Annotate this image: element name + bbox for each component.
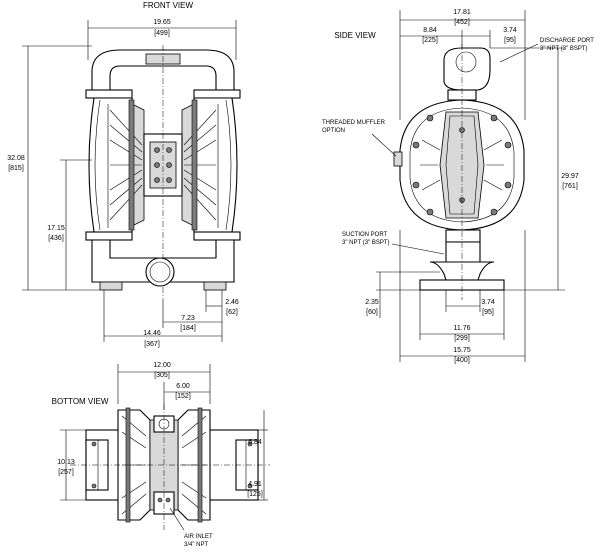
front-view: FRONT VIEW 19.65 [499] bbox=[7, 1, 241, 348]
side-overall-in: 15.75 bbox=[453, 347, 471, 354]
side-discharge-port bbox=[443, 47, 491, 91]
side-height-in: 29.97 bbox=[561, 173, 579, 180]
front-base-in: 14.46 bbox=[143, 330, 161, 337]
bottom-half-mm: [152] bbox=[175, 393, 191, 400]
callout-discharge-2: 3" NPT (3" BSPT) bbox=[540, 46, 588, 52]
side-suc-h-in: 2.35 bbox=[365, 299, 379, 306]
front-ctr-mm: [184] bbox=[180, 325, 196, 332]
side-suc-w-in: 3.74 bbox=[481, 299, 495, 306]
front-height-mm: [815] bbox=[8, 165, 24, 172]
bottom-height-in: 10.13 bbox=[57, 459, 75, 466]
bottom-view-title: BOTTOM VIEW bbox=[52, 397, 109, 406]
bottom-lower-in: 4.91 bbox=[248, 481, 262, 488]
front-inlet-mm: [436] bbox=[48, 235, 64, 242]
side-width-in: 17.81 bbox=[453, 9, 471, 16]
callout-muffler-2: OPTION bbox=[322, 128, 345, 134]
side-width-mm: [452] bbox=[454, 19, 470, 26]
side-base-mm: [299] bbox=[454, 335, 470, 342]
front-ctr-in: 7.23 bbox=[181, 315, 195, 322]
callout-muffler-1: THREADED MUFFLER bbox=[322, 120, 386, 126]
front-foot-in: 2.46 bbox=[225, 299, 239, 306]
side-height-mm: [761] bbox=[562, 183, 578, 190]
front-width-mm: [499] bbox=[154, 30, 170, 37]
side-half-mm: [225] bbox=[422, 37, 438, 44]
callout-discharge-1: DISCHARGE PORT bbox=[540, 38, 594, 44]
side-suc-h-mm: [60] bbox=[366, 309, 378, 316]
bottom-width-in: 12.00 bbox=[153, 362, 171, 369]
side-half-in: 8.84 bbox=[423, 27, 437, 34]
callout-suction-1: SUCTION PORT bbox=[342, 232, 388, 238]
side-suc-w-mm: [95] bbox=[482, 309, 494, 316]
front-width-in: 19.65 bbox=[153, 19, 171, 26]
callout-suction-2: 3" NPT (3" BSPT) bbox=[342, 240, 390, 246]
front-height-in: 32.08 bbox=[7, 155, 25, 162]
side-port-mm: [95] bbox=[504, 37, 516, 44]
bottom-upper-in: 6.84 bbox=[248, 439, 262, 446]
bottom-view: BOTTOM VIEW 12.00 [305] 6.00 [152] bbox=[52, 362, 270, 548]
bottom-lower-mm: [125] bbox=[247, 491, 263, 498]
front-inlet-in: 17.15 bbox=[47, 225, 65, 232]
side-view: SIDE VIEW 17.81 [452] 8.84 [225] 3.74 [9… bbox=[322, 9, 594, 364]
front-base-mm: [367] bbox=[144, 341, 160, 348]
front-foot-mm: [62] bbox=[226, 309, 238, 316]
callout-air-1: AIR INLET bbox=[184, 534, 213, 540]
front-view-title: FRONT VIEW bbox=[143, 1, 194, 10]
side-overall-mm: [400] bbox=[454, 357, 470, 364]
bottom-height-mm: [257] bbox=[58, 469, 74, 476]
side-base-in: 11.76 bbox=[454, 325, 471, 332]
side-body-bolts bbox=[412, 114, 512, 216]
bottom-half-in: 6.00 bbox=[176, 383, 190, 390]
callout-air-2: 3/4" NPT bbox=[184, 542, 208, 548]
bottom-width-mm: [305] bbox=[154, 372, 170, 379]
side-view-title: SIDE VIEW bbox=[334, 31, 376, 40]
side-suction-port bbox=[445, 241, 481, 263]
side-port-in: 3.74 bbox=[503, 27, 517, 34]
side-muffler bbox=[393, 151, 403, 167]
